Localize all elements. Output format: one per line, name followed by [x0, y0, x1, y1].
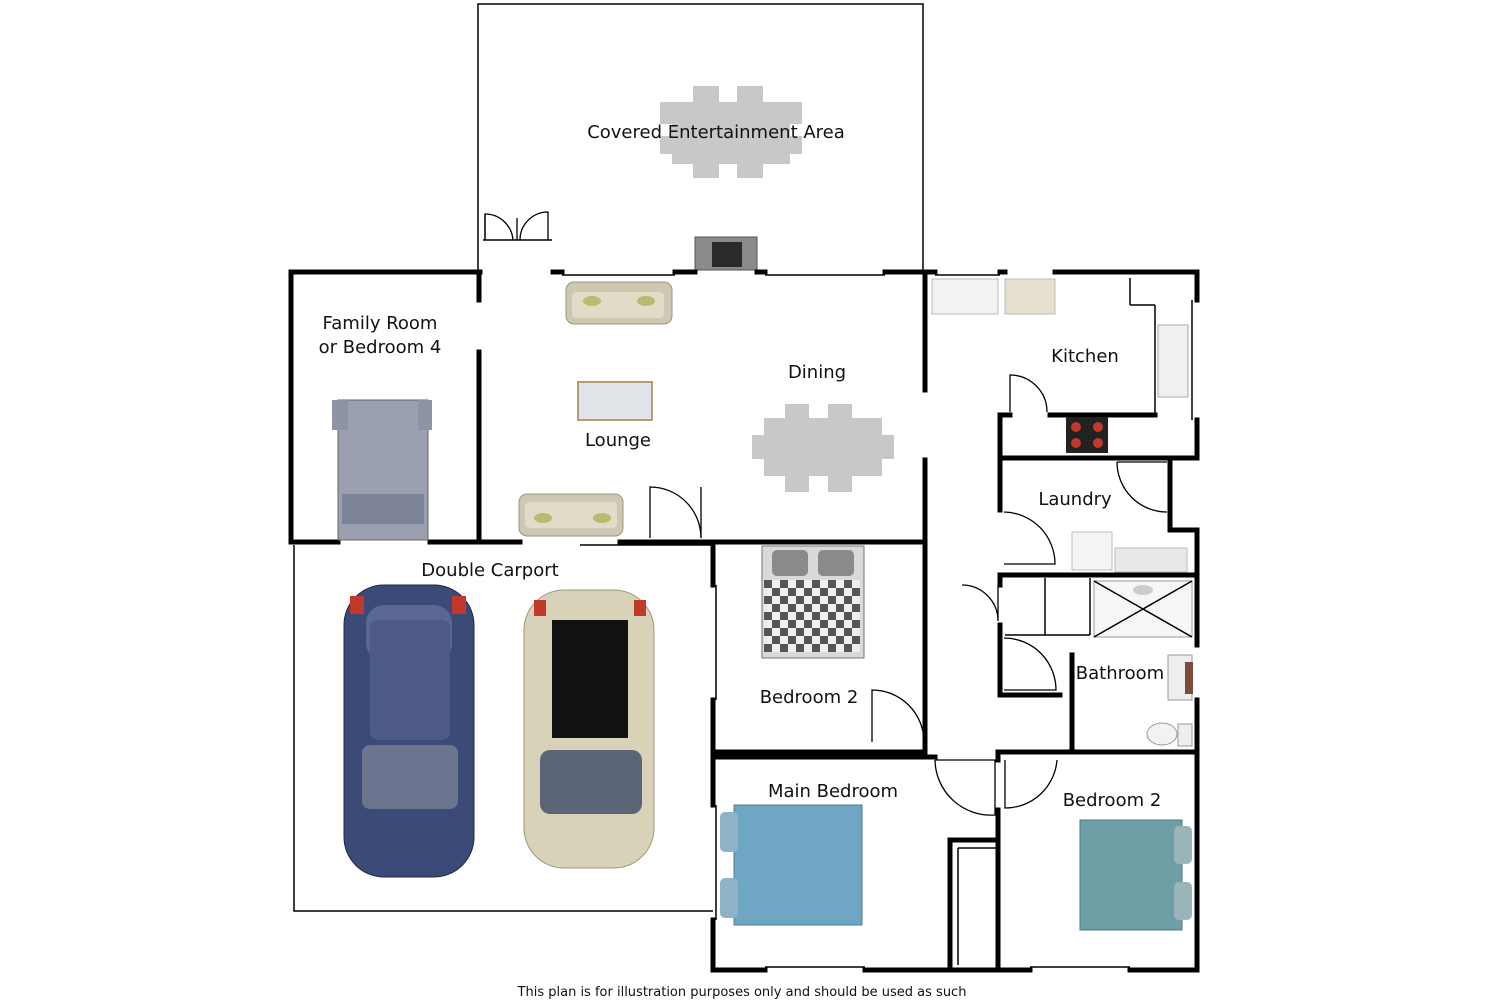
french-door — [483, 211, 552, 241]
label-family-line2: or Bedroom 4 — [319, 337, 442, 358]
lounge-door — [649, 486, 702, 539]
bedroom2-right-bed — [1079, 819, 1192, 931]
family-room-bed — [332, 399, 432, 541]
label-main-bedroom: Main Bedroom — [768, 781, 898, 802]
car-blue — [343, 584, 475, 878]
bedroom2-bed — [761, 545, 865, 659]
label-bathroom: Bathroom — [1076, 663, 1164, 684]
label-laundry: Laundry — [1038, 489, 1112, 510]
lounge-sofa-top — [565, 281, 673, 325]
label-carport: Double Carport — [421, 560, 558, 581]
outdoor-dining-table — [660, 86, 802, 178]
hall-door — [961, 584, 999, 622]
label-family-line1: Family Room — [323, 313, 438, 334]
label-bedroom2-right: Bedroom 2 — [1063, 790, 1162, 811]
main-bed-door — [934, 759, 996, 816]
dining-table — [752, 404, 894, 492]
car-beige — [523, 589, 655, 869]
main-bedroom-bed — [720, 804, 863, 926]
label-entertainment: Covered Entertainment Area — [587, 122, 845, 143]
disclaimer-text: This plan is for illustration purposes o… — [517, 985, 967, 1000]
label-lounge: Lounge — [585, 430, 651, 451]
bed2-door — [871, 689, 925, 743]
coffee-table — [577, 381, 653, 421]
lounge-sofa-bottom — [518, 493, 624, 537]
laundry-door — [1116, 461, 1168, 513]
exterior-walls — [288, 269, 1200, 973]
laundry-door-2 — [1003, 511, 1056, 565]
label-dining: Dining — [788, 362, 846, 383]
bbq-icon — [694, 236, 758, 271]
kitchen-door — [1009, 374, 1048, 413]
entertainment-area — [477, 3, 924, 272]
label-bedroom2-center: Bedroom 2 — [760, 687, 859, 708]
bath-door — [1003, 637, 1057, 691]
checkered-duvet — [764, 580, 860, 652]
label-kitchen: Kitchen — [1051, 346, 1119, 367]
laundry-fixtures — [1071, 531, 1188, 573]
carport — [293, 544, 713, 912]
interior-walls — [476, 269, 1200, 973]
kitchen-fixtures — [931, 278, 1189, 453]
doors — [649, 374, 1168, 816]
bathroom-fixtures — [1093, 580, 1193, 747]
bed2-right-door — [1004, 759, 1058, 809]
